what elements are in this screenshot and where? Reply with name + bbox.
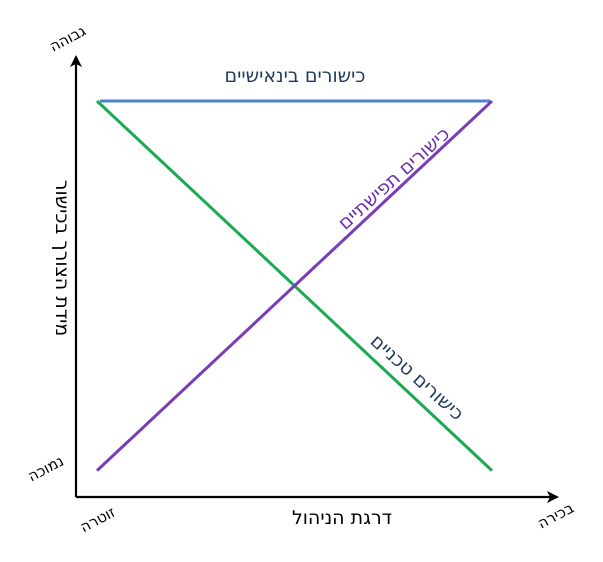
y-start-label: נמוכה	[25, 452, 67, 486]
x-start-label: זוטרה	[77, 503, 118, 536]
y-axis-title: מידת הצורך בכישור	[51, 180, 73, 337]
x-end-label: בכירה	[535, 499, 577, 533]
interpersonal-skills-label: כישורים בינאישיים	[225, 65, 366, 87]
technical-skills-label: כישורים טכניים	[366, 330, 468, 425]
conceptual-skills-label: כישורים תפישתיים	[334, 123, 454, 235]
y-end-label: גבוהה	[46, 22, 88, 56]
x-axis-title: דרגת הניהול	[292, 507, 392, 529]
conceptual-skills-line	[95, 99, 494, 472]
